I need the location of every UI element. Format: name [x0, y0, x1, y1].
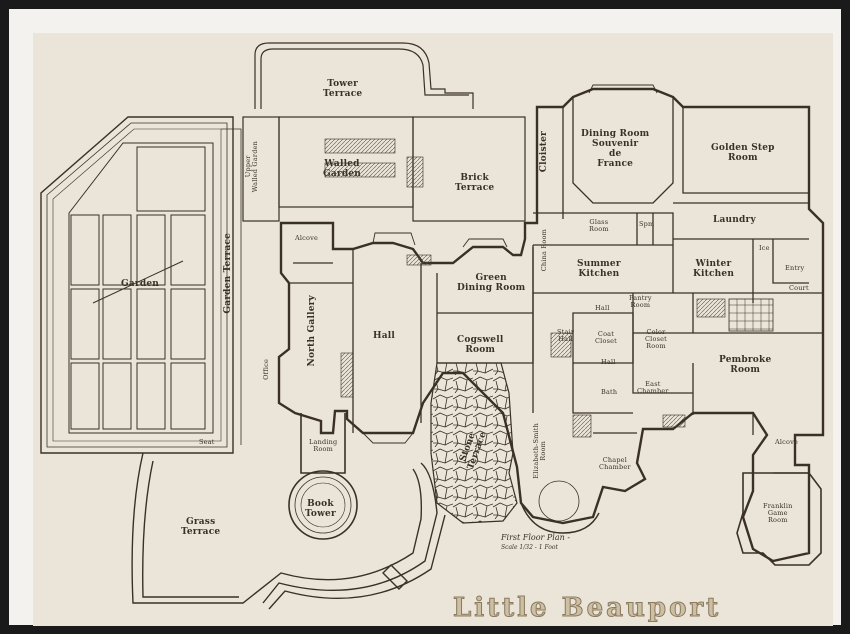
label-pembroke-room: Pembroke Room: [719, 355, 772, 375]
label-winter-kitchen: Winter Kitchen: [693, 259, 735, 279]
label-stair-hall: Stair Hall: [557, 328, 575, 343]
label-summer-kitchen: Summer Kitchen: [577, 259, 621, 279]
label-bath: Bath: [601, 388, 618, 396]
label-walled-garden: Walled Garden: [323, 159, 362, 179]
label-laundry: Laundry: [713, 215, 756, 225]
label-pantry-room: Pantry Room: [629, 294, 652, 309]
label-entry: Entry: [785, 264, 805, 272]
walled-garden: [242, 116, 526, 222]
stone-terrace: [430, 362, 518, 524]
book-tower: [288, 413, 358, 540]
plan-title: First Floor Plan -: [501, 533, 571, 542]
label-china-closet: Color Closet Room: [645, 328, 667, 350]
label-green-dining-room: Green Dining Room: [457, 273, 526, 293]
garden-beds: [68, 142, 214, 434]
label-tower-terrace: Tower Terrace: [323, 79, 363, 99]
label-garden-terrace: Garden Terrace: [223, 233, 233, 314]
label-spm: Spm: [639, 220, 655, 228]
label-office: Office: [262, 359, 270, 380]
label-east-chamber: East Chamber: [637, 380, 669, 395]
label-alcove-west: Alcove: [295, 234, 319, 242]
grass-terrace: [131, 452, 446, 610]
stairs: [340, 254, 726, 438]
label-dining-room: Dining Room Souvenir de France: [581, 129, 650, 169]
tower-terrace-outline: [254, 42, 474, 109]
franklin-room: [736, 472, 822, 566]
label-court: Court: [789, 284, 809, 292]
label-coat-closet: Coat Closet: [595, 330, 617, 345]
floor-plan-drawing: [40, 42, 825, 610]
bay-details: [362, 84, 658, 444]
label-hall: Hall: [373, 331, 395, 341]
label-alcove-east: Alcove: [775, 438, 799, 446]
label-chapel-chamber: Chapel Chamber: [599, 456, 631, 471]
interior-walls: [289, 97, 823, 474]
drawing-sheet: Tower Terrace Walled Garden Brick Terrac…: [33, 33, 833, 626]
label-hall-2: Hall: [601, 358, 616, 366]
label-upper-walled-garden: Upper Walled Garden: [244, 141, 259, 193]
label-garden: Garden: [121, 279, 160, 289]
tiled-floor: [728, 298, 774, 332]
house-walls: [277, 87, 825, 563]
label-ice: Ice: [759, 244, 770, 252]
drawing-title: Little Beauport: [452, 593, 722, 624]
label-small-hall: Hall: [595, 304, 610, 312]
label-cogswell-room: Cogswell Room: [457, 335, 504, 355]
label-book-tower: Book Tower: [305, 499, 336, 519]
label-brick-terrace: Brick Terrace: [455, 173, 495, 193]
label-grass-terrace: Grass Terrace: [181, 517, 221, 537]
label-landing-room: Landing Room: [309, 438, 338, 453]
label-north-gallery: North Gallery: [307, 295, 317, 367]
garden-outline: [40, 116, 242, 454]
label-cloister: Cloister: [539, 131, 549, 173]
label-franklin-game-room: Franklin Game Room: [763, 502, 793, 524]
label-elizabeth-room: Elizabeth-Smith Room: [532, 423, 547, 479]
label-golden-step-room: Golden Step Room: [711, 143, 775, 163]
label-seat: Seat: [199, 438, 215, 446]
label-china-room: China Room: [540, 229, 548, 272]
plan-caption: First Floor Plan - Scale 1/32 - 1 Foot: [501, 533, 570, 552]
mat-board: Tower Terrace Walled Garden Brick Terrac…: [9, 9, 841, 626]
chapel-tower: [520, 480, 600, 534]
plan-scale: Scale 1/32 - 1 Foot: [501, 544, 558, 551]
label-glass-room: Glass Room: [589, 218, 609, 233]
